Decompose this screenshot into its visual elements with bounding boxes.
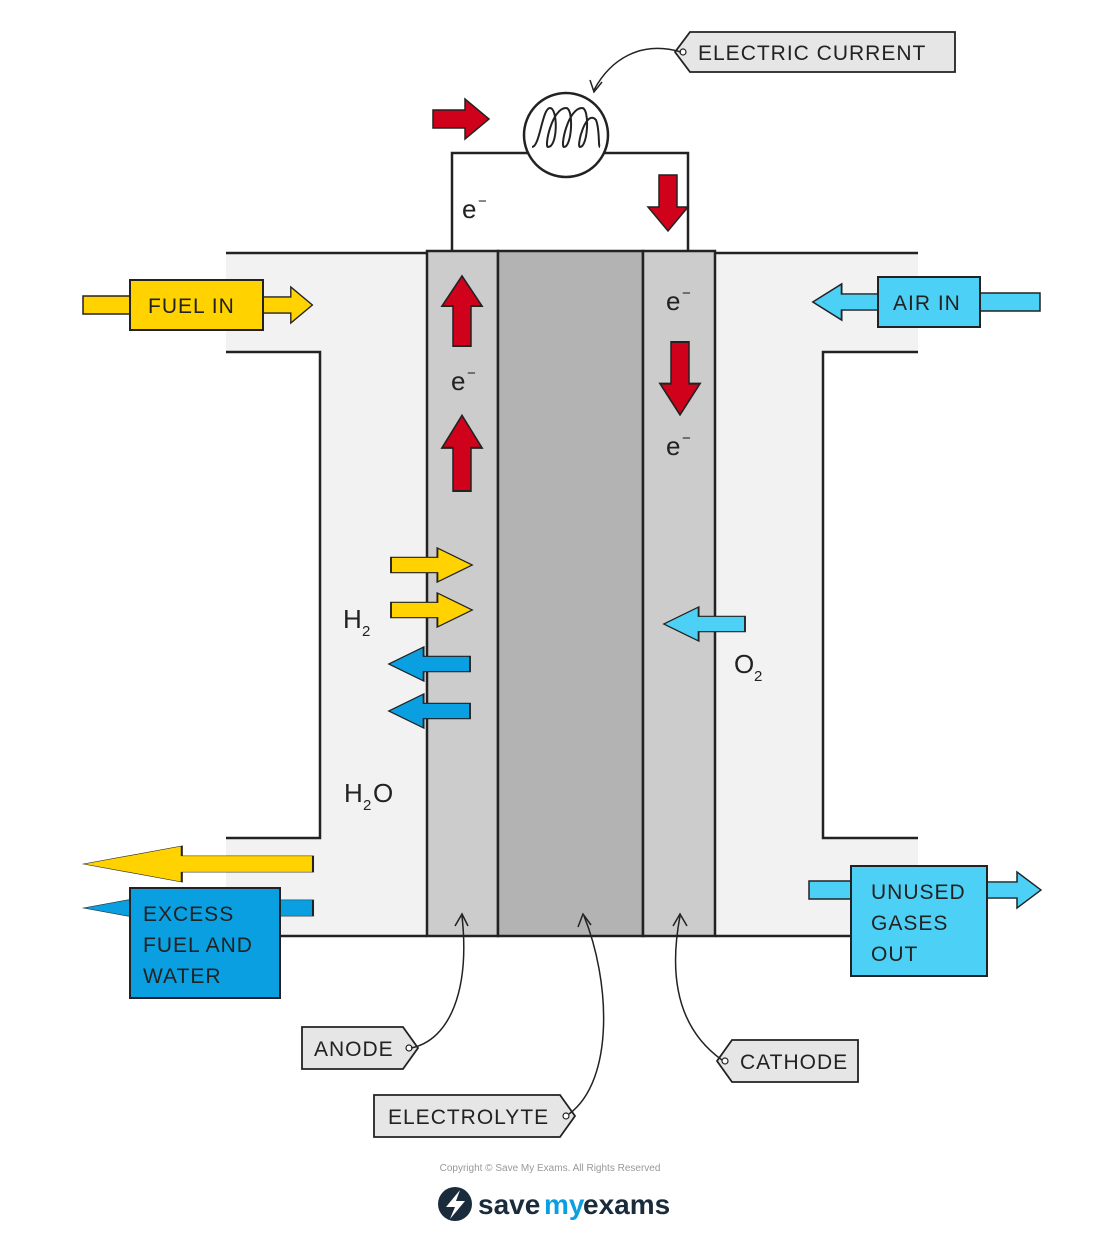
electric-current-tag [673,31,956,73]
electron-label-cathode-2: e− [666,430,691,461]
unused-label-line-3: OUT [871,943,918,966]
svg-text:2: 2 [363,797,371,814]
air-channel [715,253,918,936]
fuel-in-label: FUEL IN [148,295,235,318]
electron-down-arrow-1 [647,174,689,232]
excess-box [129,887,281,999]
unused-label-line-2: GASES [871,912,948,935]
svg-text:2: 2 [754,668,762,685]
electron-label-top: e− [462,193,487,224]
svg-text:e: e [451,366,465,396]
electrolyte-pointer-head [577,912,592,928]
excess-label-line-3: WATER [143,965,222,988]
svg-text:e: e [666,286,680,316]
unused-shaft-left [808,880,855,900]
svg-text:−: − [682,430,691,447]
svg-text:e: e [462,194,476,224]
cathode-pointer-head [672,912,688,927]
unused-box [850,865,988,977]
svg-text:−: − [467,365,476,382]
cathode-label: CATHODE [740,1051,848,1074]
cathode-pointer [674,915,723,1061]
anode-tag [301,1026,420,1070]
anode-pointer-head [454,912,469,927]
svg-text:−: − [478,193,487,210]
electric-current-pointer [593,47,682,91]
electric-current-pointer-head [589,79,603,94]
air-in-shaft [977,292,1041,312]
electrolyte-label: ELECTROLYTE [388,1106,549,1129]
copyright-text: Copyright © Save My Exams. All Rights Re… [440,1163,661,1174]
svg-text:exams: exams [583,1189,670,1220]
save-my-exams-logo: save my exams [438,1187,670,1221]
fuel-in-box [129,279,264,331]
svg-text:O: O [373,778,393,808]
current-arrow [432,98,490,140]
electrolyte [496,249,645,938]
anode-label: ANODE [314,1038,394,1061]
svg-text:H: H [343,604,362,634]
svg-text:H: H [344,778,363,808]
svg-text:2: 2 [362,623,370,640]
circuit-wire [450,151,690,251]
unused-label-line-1: UNUSED [871,881,966,904]
excess-label-line-1: EXCESS [143,903,234,926]
unused-arrowhead [984,871,1042,909]
svg-text:e: e [666,431,680,461]
air-in-label: AIR IN [893,292,961,315]
fuel-channel [226,253,427,936]
electron-label-anode: e− [451,365,476,396]
electrolyte-pointer [568,915,605,1115]
cathode-tag-hole [721,1057,729,1065]
electron-label-cathode-1: e− [666,285,691,316]
svg-text:save: save [478,1189,540,1220]
air-in-box [877,276,981,328]
svg-text:−: − [682,285,691,302]
electrolyte-tag-hole [562,1112,570,1120]
svg-text:O: O [734,649,754,679]
svg-text:my: my [544,1189,585,1220]
electrolyte-tag [373,1094,577,1138]
excess-label-line-2: FUEL AND [143,934,253,957]
anode-pointer [410,915,465,1049]
electric-current-label: ELECTRIC CURRENT [698,42,926,65]
lamp-icon [522,91,610,179]
fuel-in-shaft [82,295,134,315]
